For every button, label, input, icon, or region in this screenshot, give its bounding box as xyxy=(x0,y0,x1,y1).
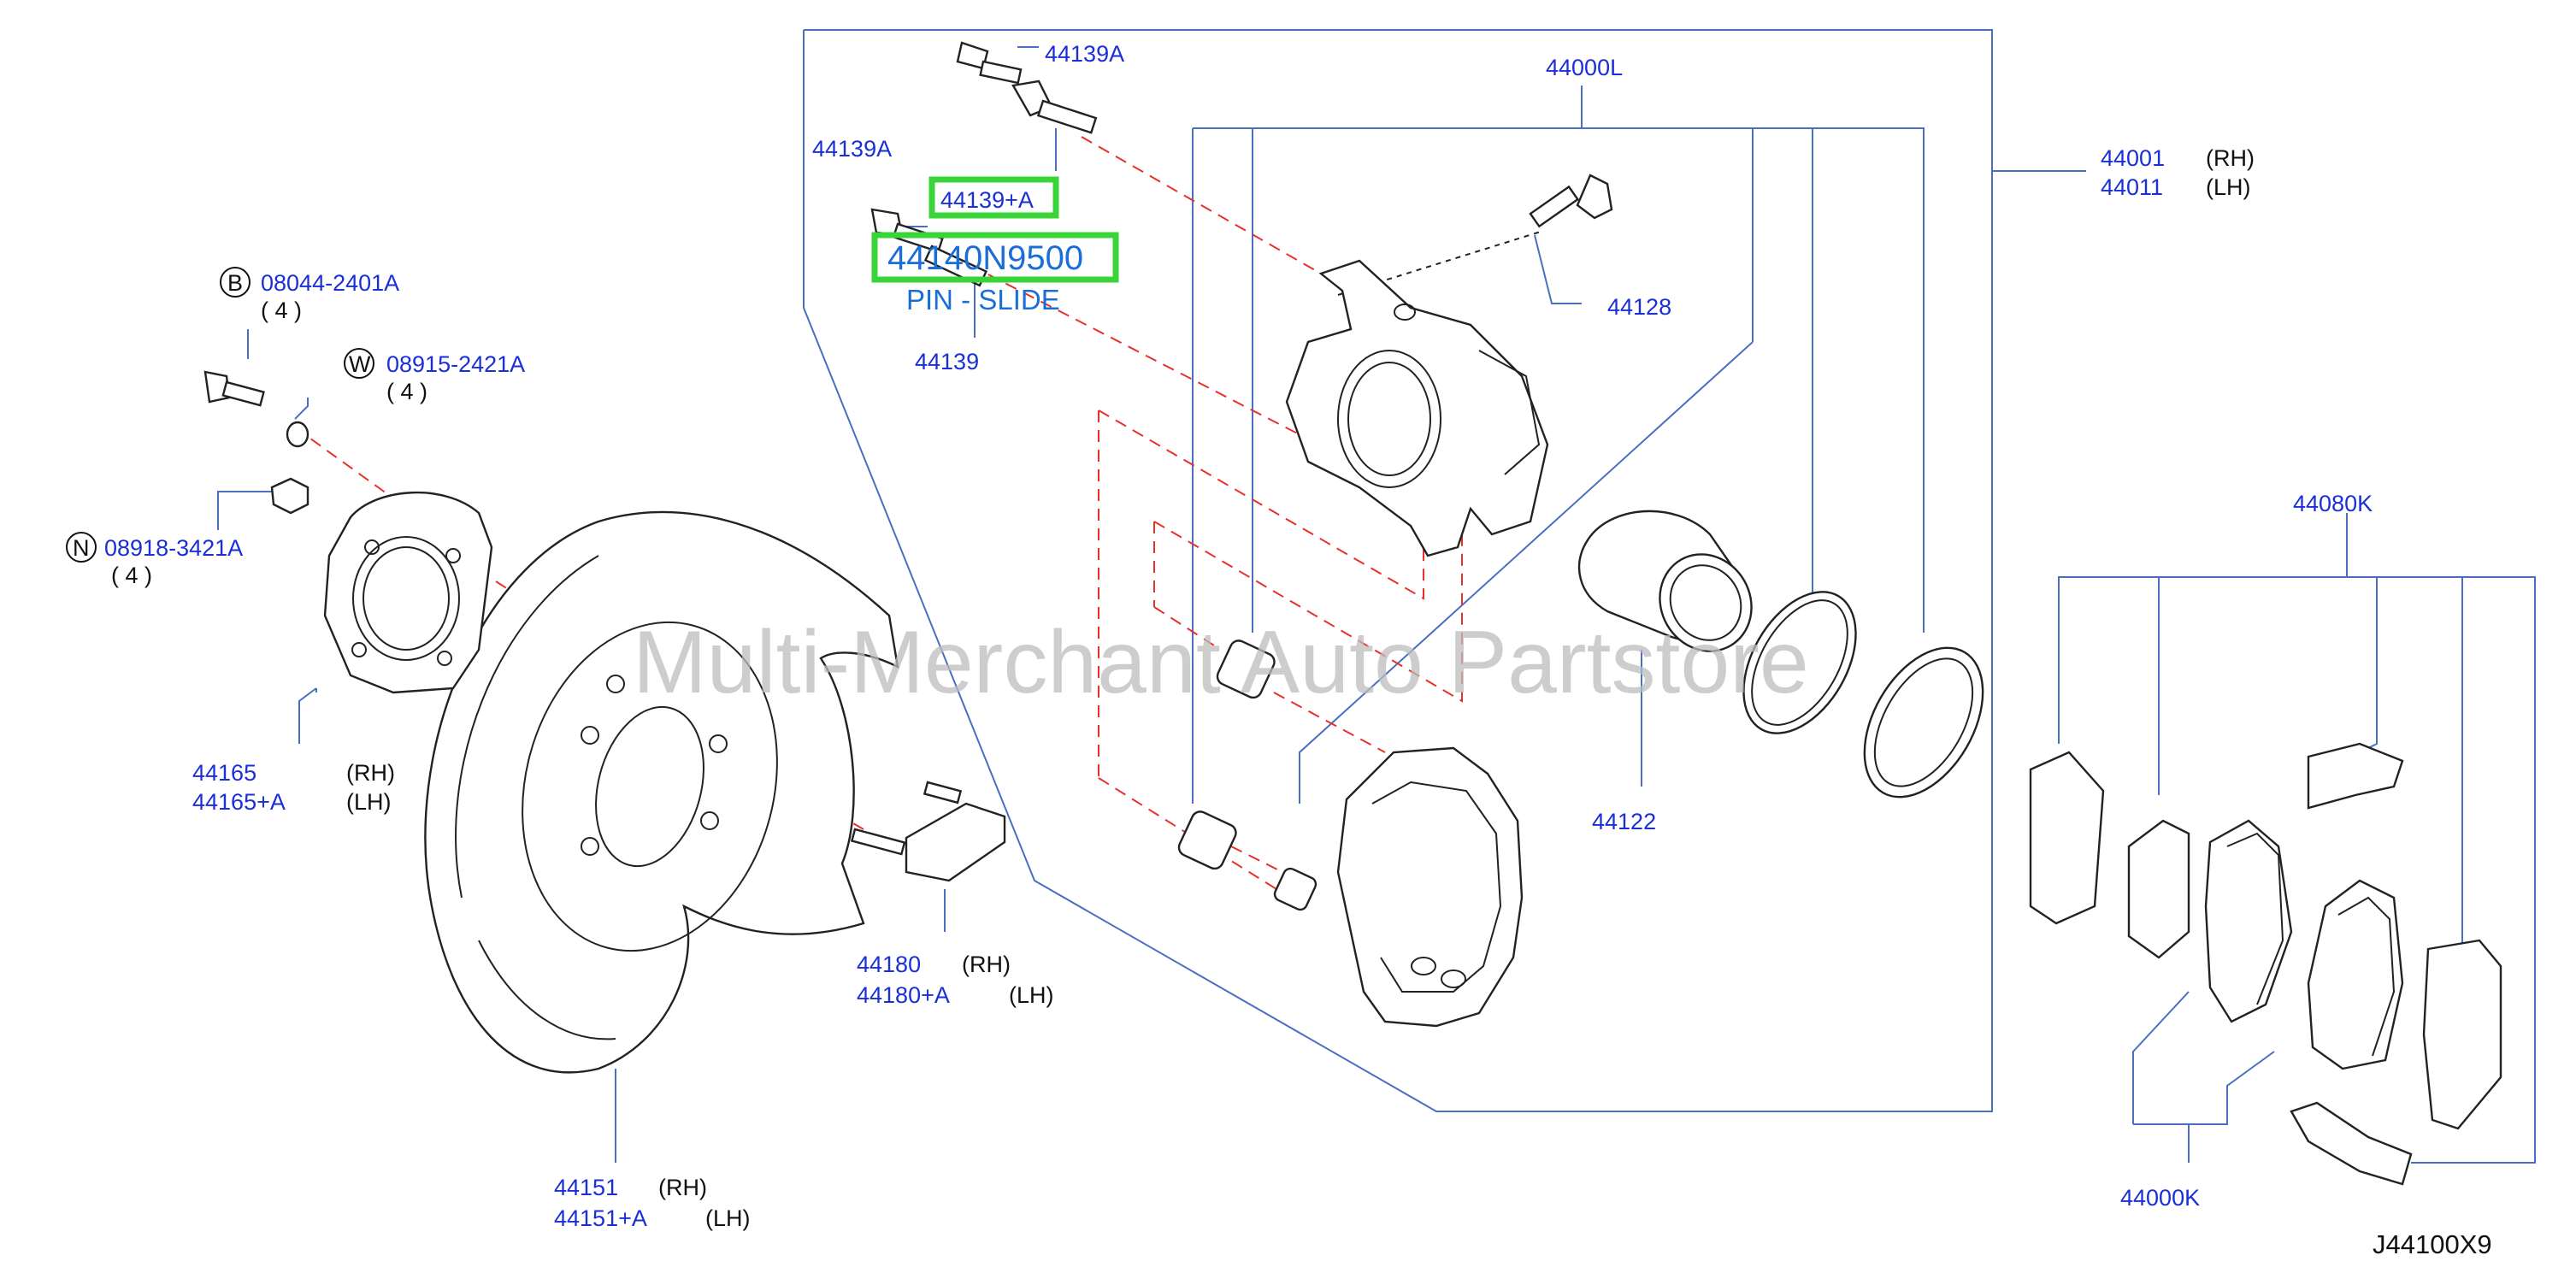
bleeder-screw xyxy=(1529,174,1613,228)
mounting-hardware xyxy=(203,370,309,515)
label-44001[interactable]: 44001 xyxy=(2101,145,2165,171)
pin-boots xyxy=(1177,639,1317,911)
marker-washer xyxy=(344,348,374,379)
label-44165-side: (RH) xyxy=(346,760,395,786)
label-nut-code[interactable]: 08918-3421A xyxy=(104,535,243,561)
label-44180A-side: (LH) xyxy=(1009,982,1054,1008)
label-44139A-left[interactable]: 44139A xyxy=(812,136,892,162)
label-44011[interactable]: 44011 xyxy=(2101,174,2163,200)
part-labels[interactable]: 44139A 44000L 44001 (RH) 44011 (LH) 4413… xyxy=(104,41,2492,1259)
label-44122[interactable]: 44122 xyxy=(1592,809,1656,834)
caliper-support xyxy=(1336,746,1524,1028)
label-44139pA[interactable]: 44139+A xyxy=(940,187,1034,213)
label-44151-side: (RH) xyxy=(658,1175,707,1200)
marker-circles: B W N xyxy=(66,267,374,563)
hub-plate xyxy=(850,781,1006,882)
label-44180[interactable]: 44180 xyxy=(857,952,921,977)
backing-plate xyxy=(424,510,899,1074)
label-44180-side: (RH) xyxy=(962,952,1011,977)
watermark: Multi-Merchant Auto Partstore xyxy=(633,613,1809,712)
caliper-body xyxy=(1285,259,1549,557)
label-44165A-side: (LH) xyxy=(346,789,392,815)
marker-bolt xyxy=(220,267,251,298)
label-44151[interactable]: 44151 xyxy=(554,1175,618,1200)
highlight-group[interactable]: 44140N9500 PIN - SLIDE xyxy=(871,176,1119,315)
marker-nut xyxy=(66,532,97,563)
label-44080K[interactable]: 44080K xyxy=(2293,491,2373,516)
label-bolt-qty: ( 4 ) xyxy=(261,298,302,323)
label-44165[interactable]: 44165 xyxy=(192,760,256,786)
label-nut-qty: ( 4 ) xyxy=(111,563,152,588)
diagram-code: J44100X9 xyxy=(2373,1229,2492,1259)
label-44000L[interactable]: 44000L xyxy=(1546,55,1623,80)
label-44180A[interactable]: 44180+A xyxy=(857,982,950,1008)
label-44165A[interactable]: 44165+A xyxy=(192,789,286,815)
label-44139A-top[interactable]: 44139A xyxy=(1045,41,1124,67)
marker-nut-letter: N xyxy=(73,535,90,561)
marker-bolt-letter: B xyxy=(227,270,243,296)
label-44139[interactable]: 44139 xyxy=(915,349,979,374)
leader-lines xyxy=(217,29,2536,1164)
knuckle-adapter xyxy=(323,492,493,694)
marker-washer-letter: W xyxy=(349,351,371,377)
brake-pads xyxy=(2029,742,2502,1186)
highlight-box-44139A xyxy=(928,176,1059,219)
highlight-box-part xyxy=(871,232,1119,283)
label-washer-qty: ( 4 ) xyxy=(386,379,427,404)
label-44128[interactable]: 44128 xyxy=(1607,294,1671,320)
label-44151A[interactable]: 44151+A xyxy=(554,1205,647,1231)
highlight-part-number[interactable]: 44140N9500 xyxy=(887,239,1083,277)
label-44011-side: (LH) xyxy=(2206,174,2251,200)
label-44001-side: (RH) xyxy=(2206,145,2255,171)
label-44000K[interactable]: 44000K xyxy=(2120,1185,2200,1211)
piston-assembly xyxy=(1577,510,1984,799)
label-44151A-side: (LH) xyxy=(705,1205,751,1231)
highlight-part-name: PIN - SLIDE xyxy=(906,284,1060,315)
label-washer-code[interactable]: 08915-2421A xyxy=(386,351,525,377)
label-bolt-code[interactable]: 08044-2401A xyxy=(261,270,399,296)
